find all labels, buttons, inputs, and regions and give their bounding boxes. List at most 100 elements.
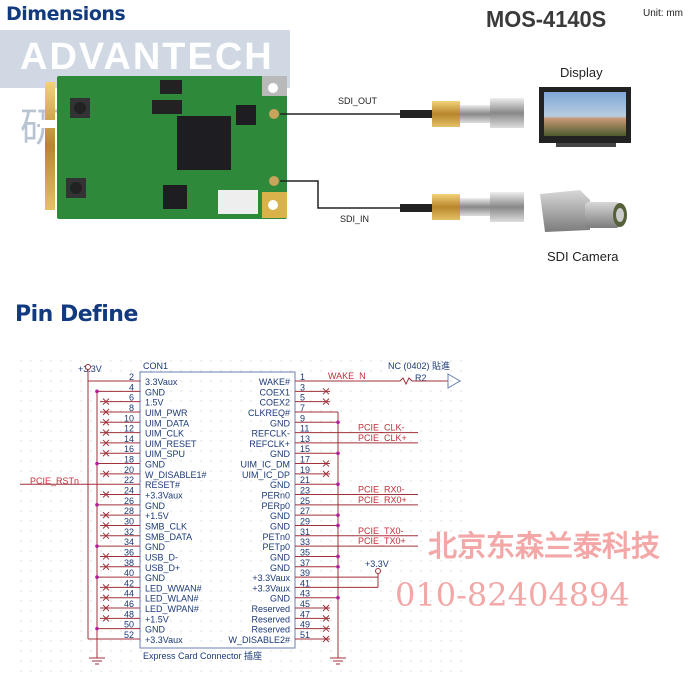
pin-name: UIM_PWR xyxy=(145,408,188,418)
pin-number: 42 xyxy=(124,578,134,588)
pin-number: 52 xyxy=(124,630,134,640)
grid-background xyxy=(20,360,470,680)
pin-name: W_DISABLE1# xyxy=(145,470,207,480)
pin-name: CLKREQ# xyxy=(248,408,290,418)
pin-number: 22 xyxy=(124,475,134,485)
pin-name: +1.5V xyxy=(145,511,169,521)
nc-mark xyxy=(102,615,110,622)
pin-number: 29 xyxy=(300,516,310,526)
junction-dot xyxy=(336,513,340,517)
pin-number: 23 xyxy=(300,486,310,496)
pin-name: Reserved xyxy=(251,625,290,635)
pin-number: 7 xyxy=(300,403,305,413)
pin-name: Reserved xyxy=(251,614,290,624)
nc-mark xyxy=(322,470,330,478)
pin-name: GND xyxy=(270,480,291,490)
nc-mark xyxy=(322,625,330,633)
pin-name: 3.3Vaux xyxy=(145,377,178,387)
nc-mark xyxy=(102,604,110,612)
junction-dot xyxy=(95,503,99,507)
pin-number: 13 xyxy=(300,434,310,444)
pin-number: 50 xyxy=(124,620,134,630)
nc-mark xyxy=(322,398,330,405)
pin-name: UIM_IC_DM xyxy=(240,460,290,470)
pin-number: 20 xyxy=(124,465,134,475)
pin-name: GND xyxy=(270,418,291,428)
junction-dot xyxy=(336,482,340,487)
pin-number: 15 xyxy=(300,444,310,454)
pin-name: SMB_CLK xyxy=(145,521,187,531)
pin-number: 34 xyxy=(124,537,134,547)
pin-number: 30 xyxy=(124,516,134,526)
pin-number: 49 xyxy=(300,620,310,630)
pin-name: +3.3Vaux xyxy=(145,491,183,501)
pin-name: GND xyxy=(270,521,291,531)
pin-number: 1 xyxy=(300,372,305,382)
advantech-watermark: ADVANTECH xyxy=(20,36,274,78)
connector-body xyxy=(139,371,296,649)
pin-number: 40 xyxy=(124,568,134,578)
model-title: MOS-4140S xyxy=(486,6,607,32)
pin-name: USB_D+ xyxy=(145,563,180,573)
pin-name: GND xyxy=(270,594,291,604)
resistor-note: NC (0402) 貼進 xyxy=(388,360,450,371)
junction-dot xyxy=(336,420,340,425)
resistor-r2 xyxy=(399,377,413,386)
junction-dot xyxy=(336,554,340,559)
junction-dot xyxy=(336,523,340,528)
nc-mark xyxy=(102,439,110,447)
pin-number: 17 xyxy=(300,455,310,465)
pin-name: PERn0 xyxy=(261,491,290,501)
pin-define-heading: Pin Define xyxy=(15,302,138,327)
pin-name: +1.5V xyxy=(145,614,169,624)
pin-number: 51 xyxy=(300,630,310,640)
pin-number: 45 xyxy=(300,599,310,609)
pin-number: 18 xyxy=(124,455,134,465)
power-label-right: +3.3V xyxy=(365,559,389,569)
pin-number: 43 xyxy=(300,589,310,599)
pin-number: 37 xyxy=(300,558,310,568)
pin-name: W_DISABLE2# xyxy=(228,635,290,645)
nc-mark xyxy=(102,418,110,426)
pin-name: COEX1 xyxy=(259,387,290,397)
pin-number: 2 xyxy=(129,372,134,382)
nc-mark xyxy=(102,429,110,436)
net-label: PCIE_CLK+ xyxy=(358,433,407,443)
rst-net-label: PCIE_RSTn xyxy=(30,476,79,486)
offpage-arrow xyxy=(447,373,461,389)
pin-name: UIM_RESET xyxy=(145,439,197,449)
pin-name: GND xyxy=(145,387,166,397)
pin-name: UIM_DATA xyxy=(145,418,189,428)
nc-mark xyxy=(322,387,330,395)
pin-name: Reserved xyxy=(251,604,290,614)
nc-mark xyxy=(102,511,110,519)
pin-number: 10 xyxy=(124,413,134,423)
nc-mark xyxy=(322,604,330,612)
pin-name: SMB_DATA xyxy=(145,532,192,542)
pin-number: 28 xyxy=(124,506,134,516)
nc-mark xyxy=(322,460,330,467)
pin-name: LED_WPAN# xyxy=(145,604,199,614)
pin-number: 36 xyxy=(124,547,134,557)
junction-dot xyxy=(336,595,340,600)
connector-ref: CON1 xyxy=(143,361,168,371)
pin-number: 32 xyxy=(124,527,134,537)
net-label: PCIE_RX0- xyxy=(358,485,405,495)
junction-dot xyxy=(95,575,99,579)
nc-mark xyxy=(102,563,110,571)
sdi-in-cable xyxy=(280,180,435,209)
net-label: PCIE_RX0+ xyxy=(358,495,407,505)
pin-name: GND xyxy=(145,573,166,583)
pin-number: 35 xyxy=(300,547,310,557)
net-label: WAKE_N xyxy=(328,371,366,381)
pin-number: 47 xyxy=(300,609,310,619)
pin-name: GND xyxy=(270,563,291,573)
pin-name: COEX2 xyxy=(259,398,290,408)
pin-name: PETn0 xyxy=(262,532,290,542)
pin-number: 38 xyxy=(124,558,134,568)
junction-dot xyxy=(95,389,99,394)
pin-number: 39 xyxy=(300,568,310,578)
nc-mark xyxy=(102,584,110,591)
pin-name: GND xyxy=(270,552,291,562)
pin-name: PERp0 xyxy=(261,501,290,511)
